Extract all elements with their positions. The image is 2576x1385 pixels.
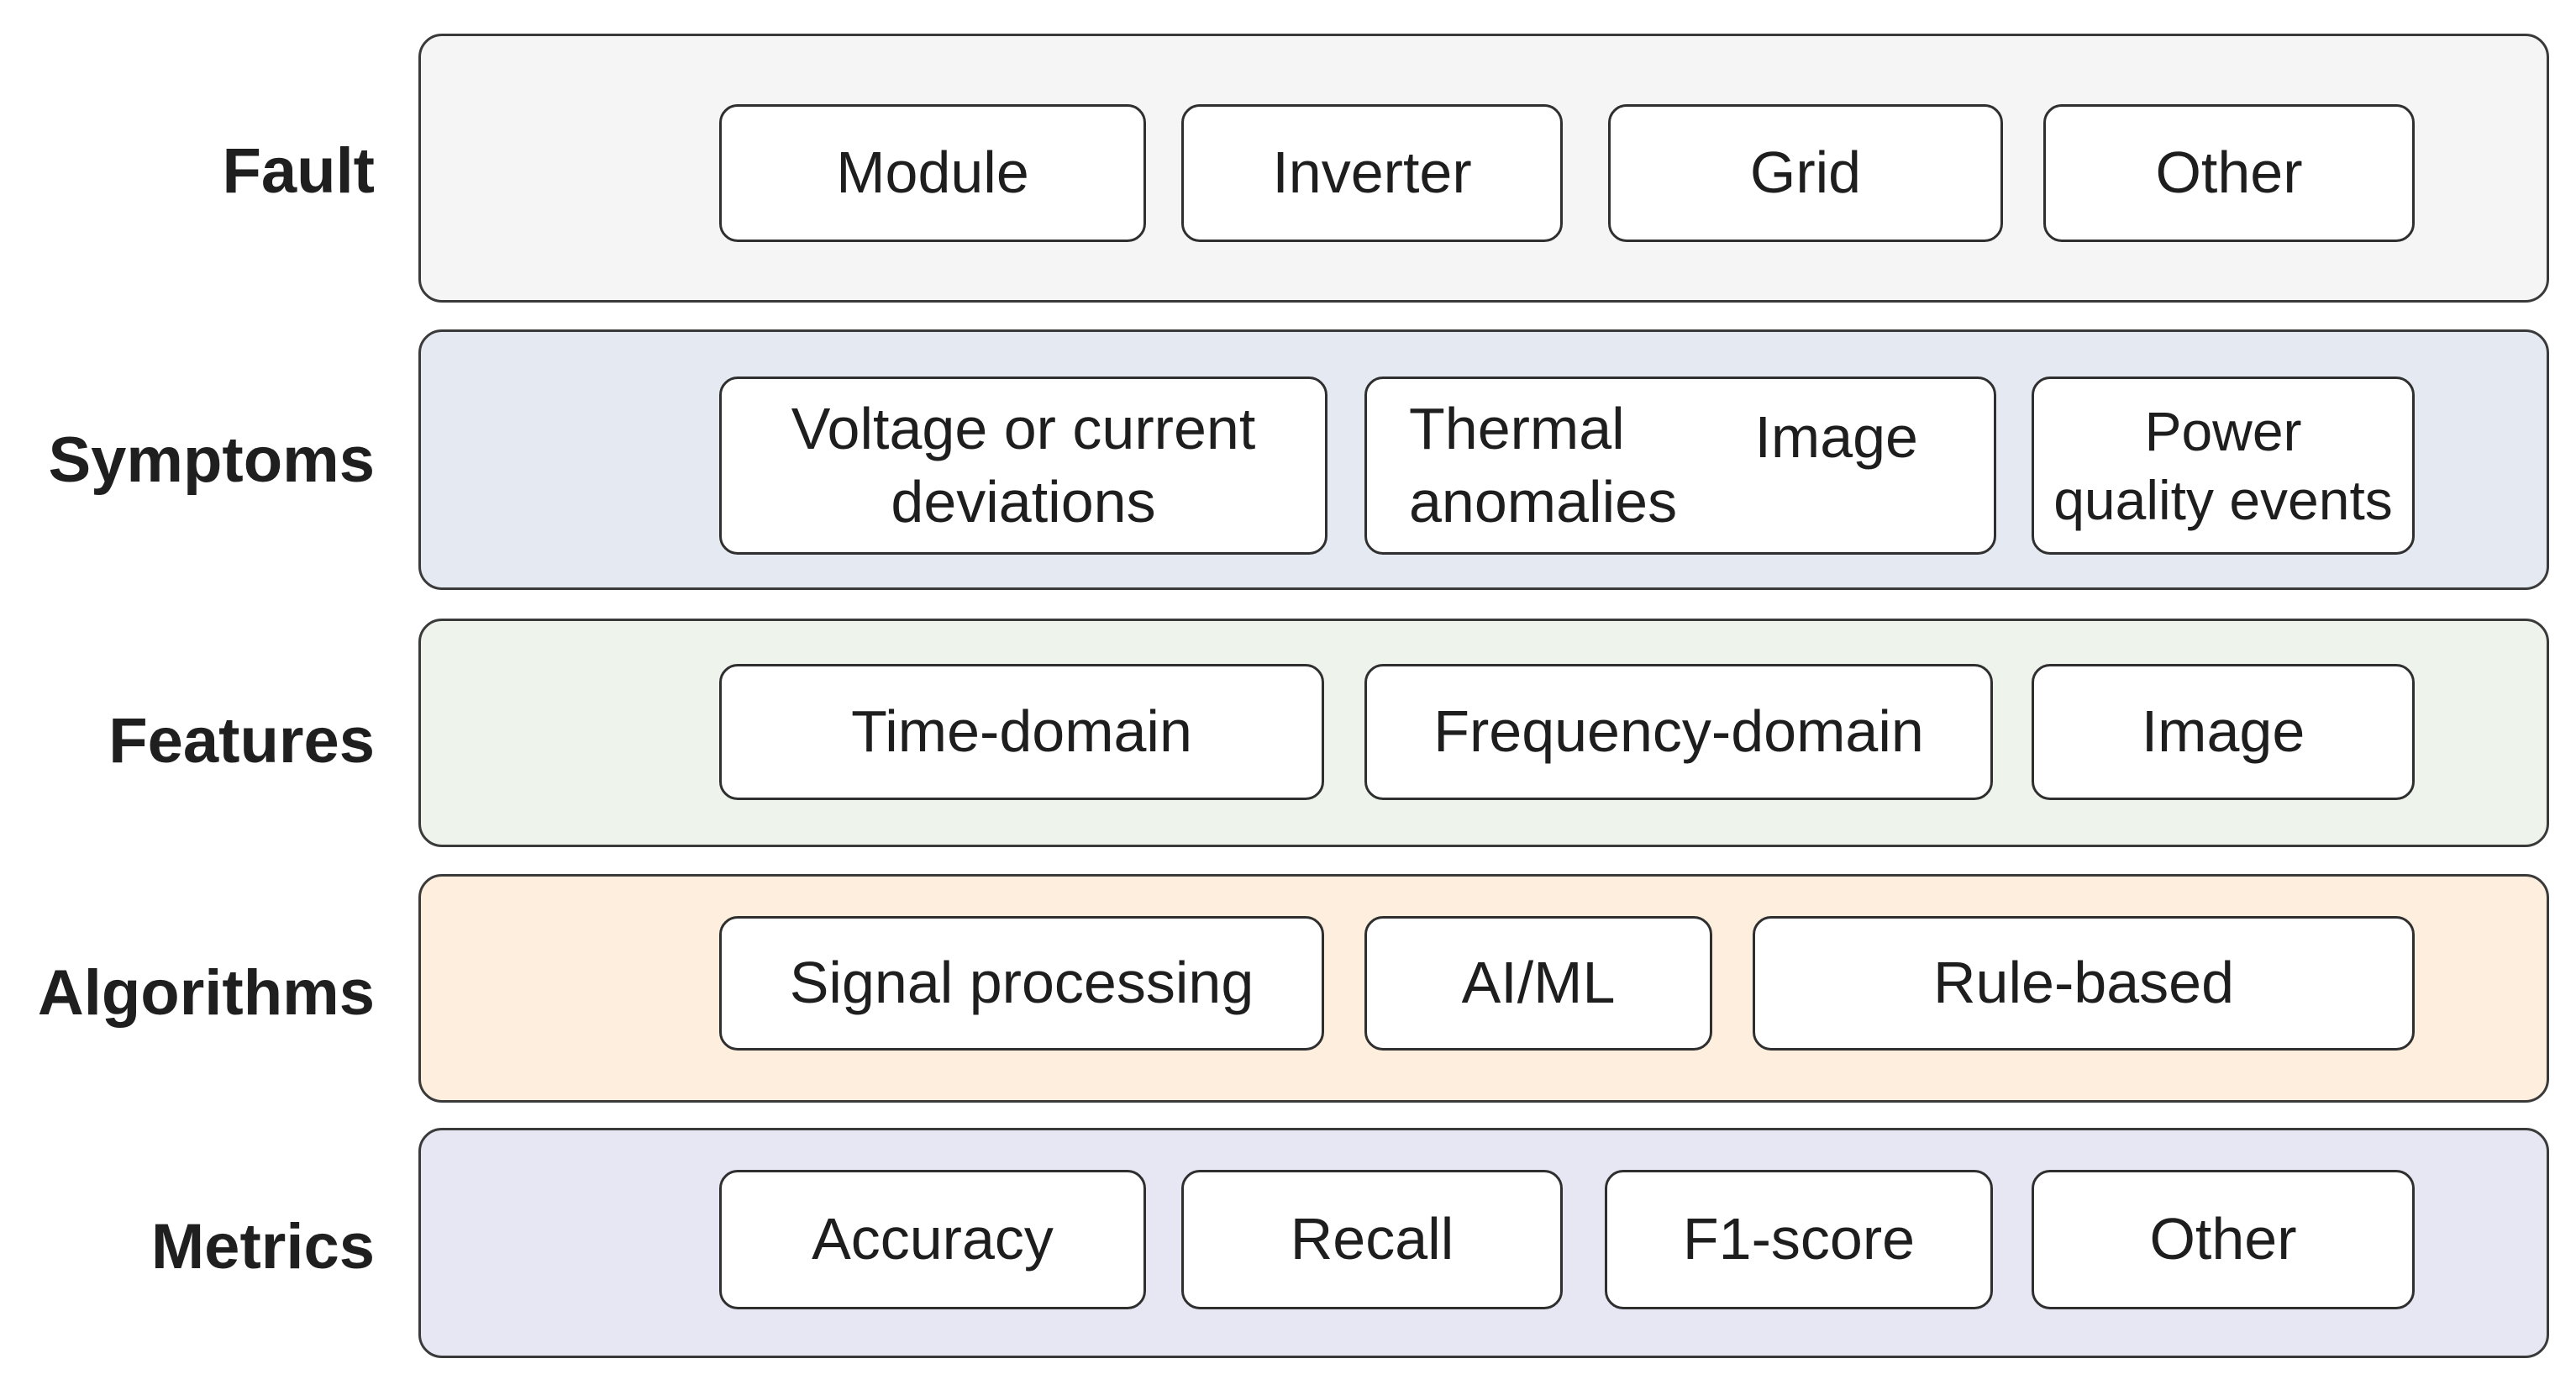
symptoms-voltage-box: Voltage or current deviations [719, 377, 1327, 555]
metrics-accuracy-box: Accuracy [719, 1170, 1146, 1309]
symptoms-thermal-image-box: Thermal anomalies Image [1364, 377, 1996, 555]
algorithms-label: Algorithms [37, 957, 375, 1029]
features-image-box: Image [2032, 664, 2415, 800]
features-frequency-domain-box: Frequency-domain [1364, 664, 1993, 800]
features-time-domain-box: Time-domain [719, 664, 1324, 800]
metrics-label: Metrics [150, 1211, 375, 1282]
symptoms-image-text: Image [1754, 404, 1918, 470]
features-label: Features [108, 705, 375, 777]
symptoms-thermal-text: Thermal anomalies [1409, 395, 1678, 535]
fault-label: Fault [222, 135, 375, 207]
algorithms-rule-based-box: Rule-based [1753, 916, 2415, 1051]
metrics-recall-box: Recall [1181, 1170, 1563, 1309]
symptoms-power-quality-box: Power quality events [2032, 377, 2415, 555]
metrics-other-box: Other [2032, 1170, 2415, 1309]
fault-grid-box: Grid [1608, 104, 2003, 242]
fault-module-box: Module [719, 104, 1146, 242]
algorithms-signal-processing-box: Signal processing [719, 916, 1324, 1051]
algorithms-ai-ml-box: AI/ML [1364, 916, 1712, 1051]
metrics-f1-score-box: F1-score [1605, 1170, 1993, 1309]
fault-other-box: Other [2043, 104, 2415, 242]
symptoms-label: Symptoms [48, 424, 375, 496]
fault-inverter-box: Inverter [1181, 104, 1563, 242]
